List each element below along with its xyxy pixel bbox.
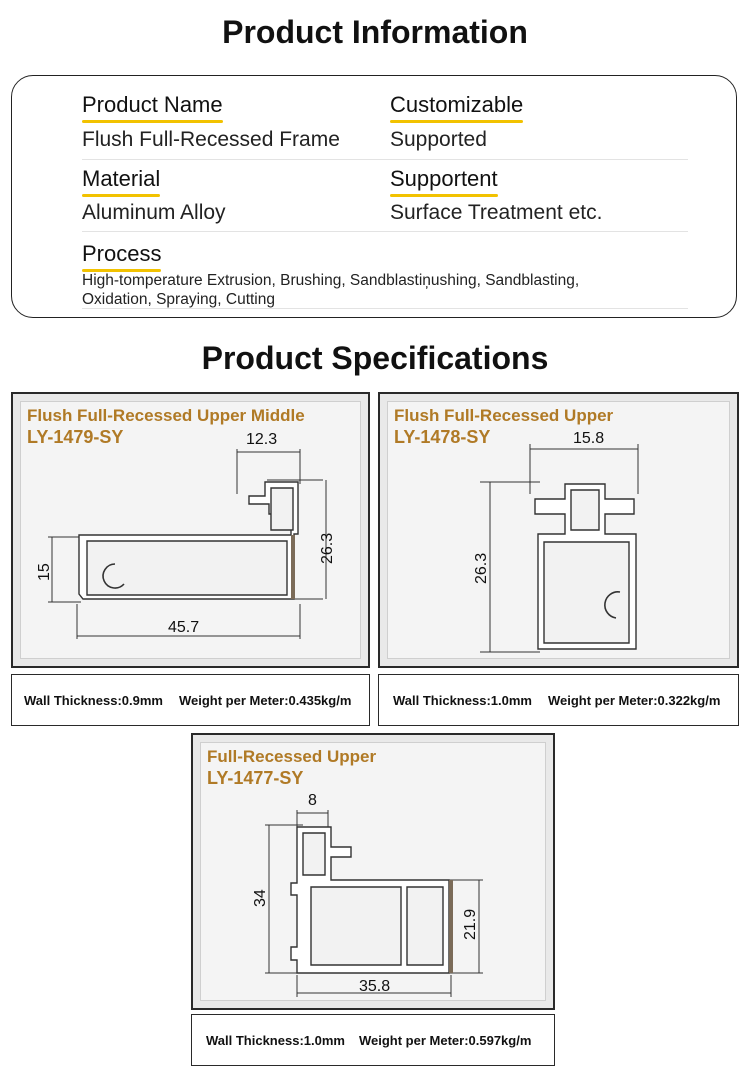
dimension-labels: 8 34 21.9 35.8 — [252, 792, 479, 995]
wall-thickness: Wall Thickness:0.9mm — [24, 692, 163, 708]
supportent-value: Surface Treatment etc. — [390, 201, 603, 224]
dim-label: 26.3 — [473, 553, 490, 584]
wall-thickness: Wall Thickness:1.0mm — [393, 692, 532, 708]
profile-panel-1477: Full-Recessed Upper LY-1477-SY 8 34 — [191, 733, 555, 1010]
info-title: Product Information — [222, 14, 528, 50]
spec-bar-1479: Wall Thickness:0.9mm Weight per Meter:0.… — [11, 674, 370, 726]
spec-bar-1477: Wall Thickness:1.0mm Weight per Meter:0.… — [191, 1014, 555, 1066]
profile-panel-1478: Flush Full-Recessed Upper LY-1478-SY 15.… — [378, 392, 739, 668]
dimension-labels: 15.8 26.3 — [473, 430, 604, 584]
dim-label: 45.7 — [168, 619, 199, 636]
dim-label: 34 — [252, 889, 269, 907]
divider — [82, 231, 688, 232]
material-label: Material — [82, 166, 161, 197]
dim-label: 35.8 — [359, 978, 390, 995]
profile-panel-1479: Flush Full-Recessed Upper Middle LY-1479… — [11, 392, 370, 668]
product-name-label: Product Name — [82, 92, 223, 123]
product-name-value: Flush Full-Recessed Frame — [82, 128, 340, 151]
customizable-value: Supported — [390, 128, 487, 151]
dimension-labels: 12.3 26.3 15 45.7 — [36, 431, 336, 636]
dim-label: 15 — [36, 563, 53, 581]
profile-drawing-1479: 12.3 26.3 15 45.7 — [36, 431, 336, 639]
process-value: High-tomperature Extrusion, Brushing, Sa… — [82, 272, 580, 308]
dim-label: 8 — [308, 792, 317, 809]
weight-per-meter: Weight per Meter:0.322kg/m — [547, 692, 721, 708]
profile-drawing-1477: 8 34 21.9 35.8 — [252, 792, 483, 997]
profile-code: LY-1477-SY — [207, 768, 304, 788]
profile-drawing-1478: 15.8 26.3 — [473, 430, 639, 653]
profile-code: LY-1479-SY — [27, 427, 124, 447]
weight-per-meter: Weight per Meter:0.597kg/m — [358, 1032, 532, 1048]
customizable-label: Customizable — [390, 92, 524, 123]
supportent-label: Supportent — [390, 166, 498, 197]
divider — [82, 159, 688, 160]
dim-label: 21.9 — [462, 909, 479, 940]
divider — [82, 308, 688, 309]
wall-thickness: Wall Thickness:1.0mm — [206, 1032, 345, 1048]
spec-bar-1478: Wall Thickness:1.0mm Weight per Meter:0.… — [378, 674, 739, 726]
dim-label: 26.3 — [319, 533, 336, 564]
specs-title: Product Specifications — [201, 340, 549, 376]
profile-name: Flush Full-Recessed Upper Middle — [27, 406, 305, 425]
dim-label: 12.3 — [246, 431, 277, 448]
material-value: Aluminum Alloy — [82, 201, 226, 224]
profile-name: Flush Full-Recessed Upper — [394, 406, 614, 425]
dim-label: 15.8 — [573, 430, 604, 447]
profile-code: LY-1478-SY — [394, 427, 491, 447]
weight-per-meter: Weight per Meter:0.435kg/m — [178, 692, 352, 708]
process-label: Process — [82, 241, 162, 272]
info-card: Product Name Flush Full-Recessed Frame C… — [11, 75, 737, 318]
profile-name: Full-Recessed Upper — [207, 747, 377, 766]
